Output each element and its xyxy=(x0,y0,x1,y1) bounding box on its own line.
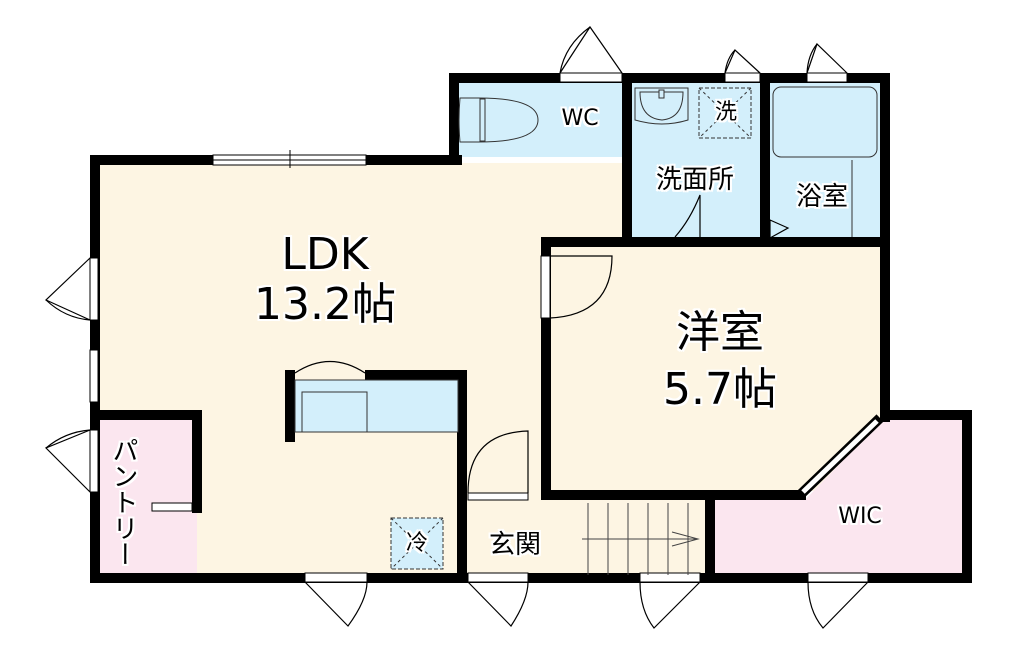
washroom-label: 洗面所 xyxy=(655,165,734,195)
windows xyxy=(89,72,884,583)
western-room-name-label: 洋室 xyxy=(676,307,764,358)
wc-label: WC xyxy=(561,106,599,131)
door-swings xyxy=(44,25,869,629)
stairs xyxy=(582,503,700,575)
pantry-floor xyxy=(97,420,197,575)
wic-floor xyxy=(715,420,962,575)
western-room-size-label: 5.7帖 xyxy=(663,364,777,415)
bathtub-icon xyxy=(772,86,878,158)
western-floor xyxy=(549,246,880,491)
ldk-size-label: 13.2帖 xyxy=(254,279,396,330)
fixtures xyxy=(294,86,878,570)
bathroom-label: 浴室 xyxy=(795,182,848,212)
entrance-label: 玄関 xyxy=(488,530,541,560)
washer-space-label: 洗 xyxy=(714,100,737,125)
toilet-icon xyxy=(458,97,539,143)
wic-label: WIC xyxy=(838,504,882,529)
ldk-name-label: LDK xyxy=(281,229,369,280)
fridge-space-label: 冷 xyxy=(405,531,428,556)
pantry-label: パントリー xyxy=(108,437,138,567)
